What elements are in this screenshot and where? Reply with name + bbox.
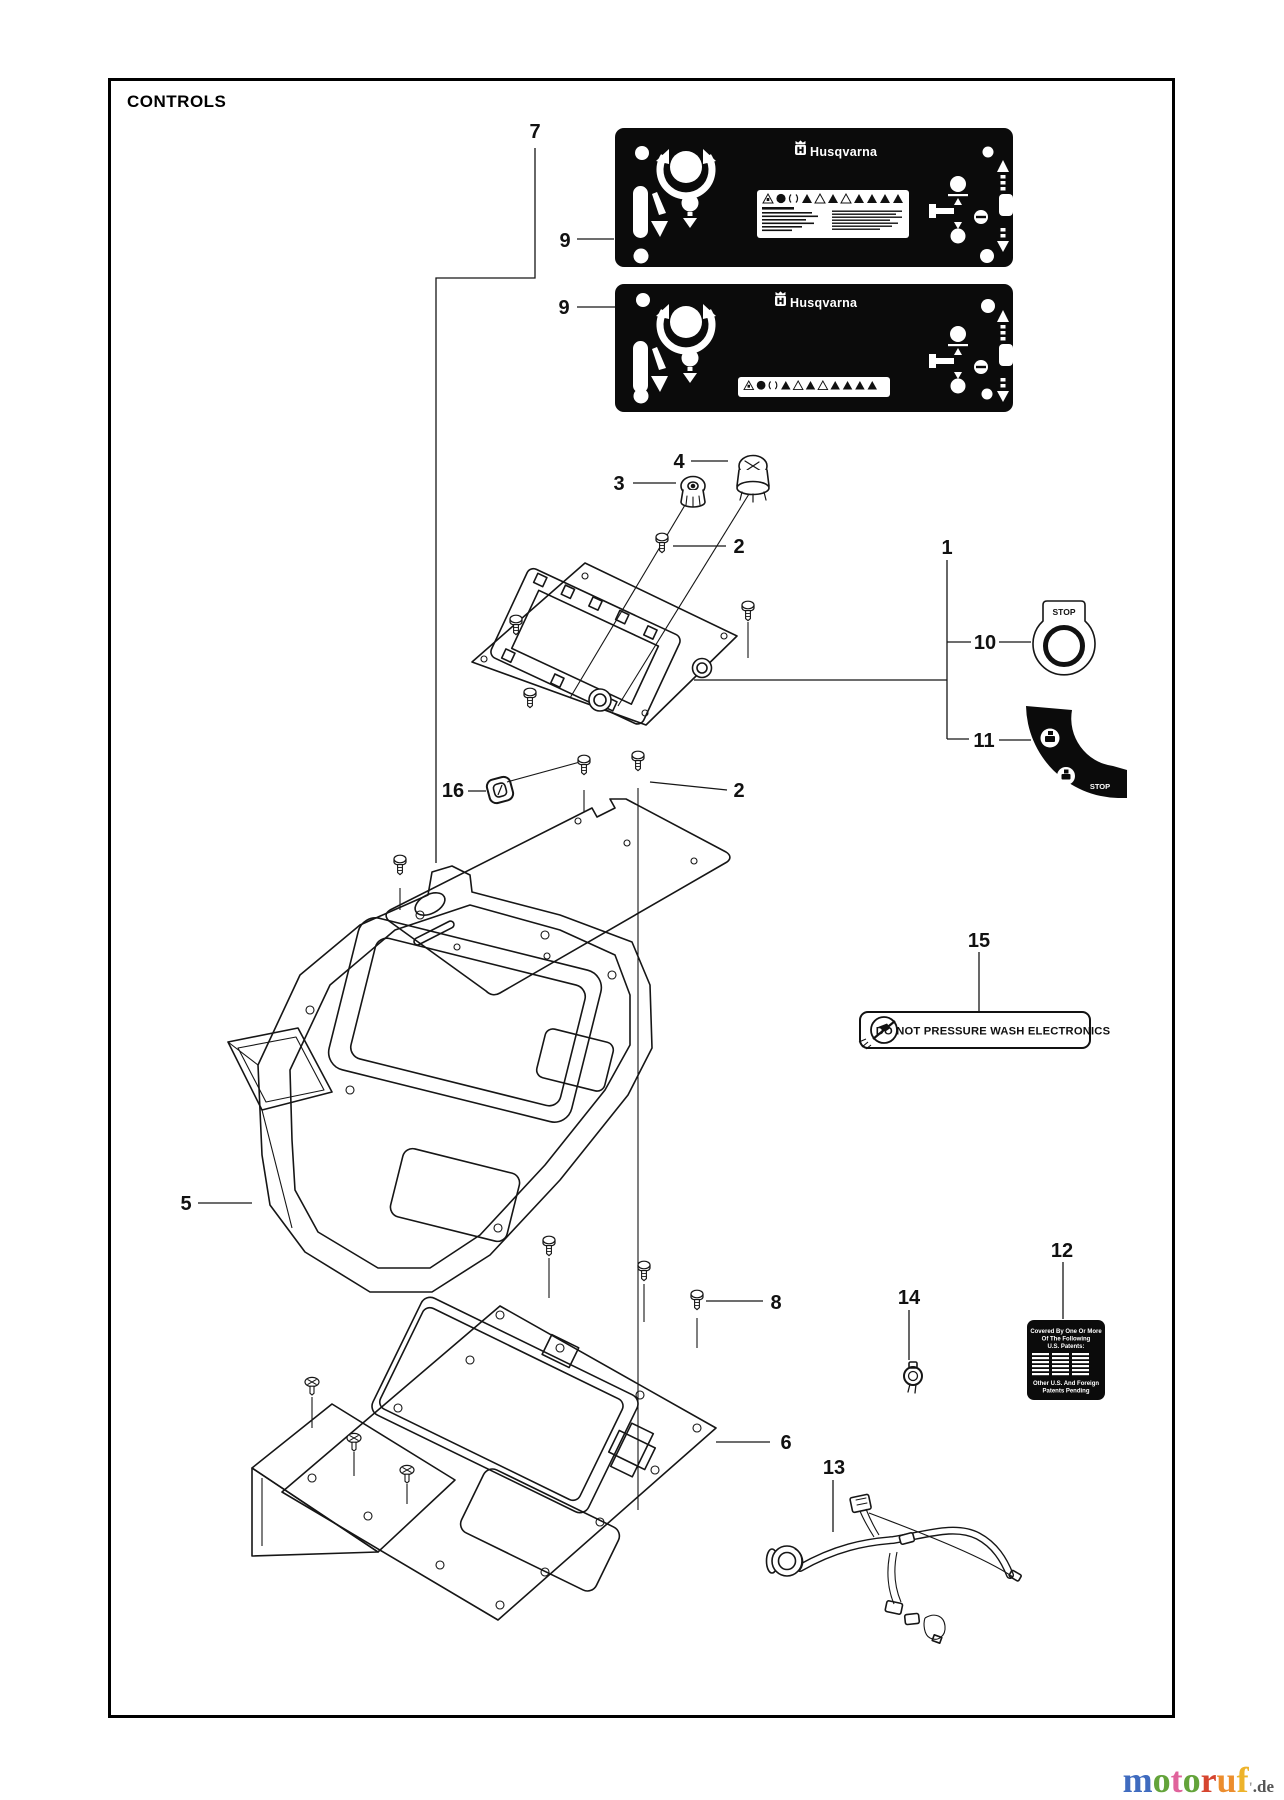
- console-housing: [227, 865, 653, 1293]
- callout-10: 10: [974, 632, 996, 654]
- callout-14: 14: [898, 1287, 921, 1309]
- logo-letter: r: [1200, 1760, 1217, 1800]
- logo-letter: u: [1216, 1760, 1237, 1800]
- alignment-lines: [311, 493, 750, 1510]
- patent-footer1: Other U.S. And Foreign: [1033, 1381, 1099, 1387]
- no-pressure-wash-icon: [858, 1016, 898, 1050]
- warning-text-block: [757, 190, 909, 238]
- brand-wordmark: Husqvarna: [790, 296, 858, 310]
- patent-numbers: [1032, 1353, 1089, 1376]
- callout-2: 2: [733, 536, 744, 558]
- logo-letter: f: [1236, 1760, 1249, 1800]
- mounting-plate: [385, 798, 731, 996]
- warning-icon-strip: [738, 377, 890, 397]
- panel-jack: [588, 657, 713, 712]
- patent-line2: Of The Following: [1042, 1337, 1091, 1343]
- diagram-frame: [108, 78, 1175, 1718]
- retainer-clip: [903, 1361, 923, 1394]
- logo-letter: o: [1152, 1760, 1171, 1800]
- callout-7: 7: [529, 121, 540, 143]
- grommet: [485, 775, 515, 805]
- stop-label: STOP: [1090, 782, 1110, 791]
- callout-11: 11: [973, 730, 994, 752]
- control-plate: [471, 562, 738, 726]
- stop-decal-round: STOP: [1032, 600, 1096, 676]
- callout-8: 8: [770, 1292, 781, 1314]
- callout-numbers: 1 2 2 3 4 5 6 7 8 9 9 10 11 12 13 14 15 …: [180, 121, 1073, 1479]
- patent-line1: Covered By One Or More: [1030, 1329, 1102, 1335]
- patent-line3: U.S. Patents:: [1047, 1344, 1084, 1350]
- console-pocket: [227, 1027, 333, 1229]
- logo-letter: t: [1170, 1760, 1183, 1800]
- stop-label: STOP: [1053, 607, 1076, 617]
- patent-footer2: Patents Pending: [1042, 1389, 1089, 1395]
- lower-bracket: [251, 1296, 717, 1621]
- leader-lines: [198, 148, 1064, 1532]
- stop-decal-curved: STOP: [1026, 706, 1127, 798]
- callout-6: 6: [780, 1432, 791, 1454]
- page-title: CONTROLS: [127, 92, 227, 111]
- callout-3: 3: [613, 473, 624, 495]
- logo-letter: m: [1122, 1760, 1153, 1800]
- callout-15: 15: [968, 930, 990, 952]
- callout-4: 4: [673, 451, 685, 473]
- bracket-wedge: [251, 1403, 456, 1557]
- logo-tick: ': [1248, 1780, 1253, 1796]
- push-button-knob: [680, 475, 706, 508]
- screws: [304, 532, 755, 1484]
- patent-label: Covered By One Or More Of The Following …: [1027, 1320, 1105, 1400]
- callout-1: 1: [941, 537, 952, 559]
- wiring-harness: [765, 1493, 1022, 1644]
- ignition-switch: [736, 454, 770, 503]
- callout-13: 13: [823, 1457, 845, 1479]
- logo-suffix: .de: [1252, 1777, 1274, 1796]
- callout-12: 12: [1051, 1240, 1073, 1262]
- pressure-wash-text: DO NOT PRESSURE WASH ELECTRONICS: [876, 1026, 1111, 1038]
- control-panel-decal-top: Husqvarna: [615, 128, 1013, 267]
- callout-2: 2: [733, 780, 744, 802]
- callout-16: 16: [442, 780, 464, 802]
- motoruf-logo: motoruf'.de: [1123, 1762, 1274, 1798]
- brand-wordmark: Husqvarna: [810, 145, 878, 159]
- callout-9: 9: [559, 230, 570, 252]
- pressure-wash-label: DO NOT PRESSURE WASH ELECTRONICS: [858, 1011, 1111, 1050]
- logo-letter: o: [1182, 1760, 1201, 1800]
- control-panel-decal-bottom: Husqvarna: [615, 284, 1013, 412]
- callout-9: 9: [558, 297, 569, 319]
- callout-5: 5: [180, 1193, 191, 1215]
- engine-stop-icon: [1040, 728, 1075, 785]
